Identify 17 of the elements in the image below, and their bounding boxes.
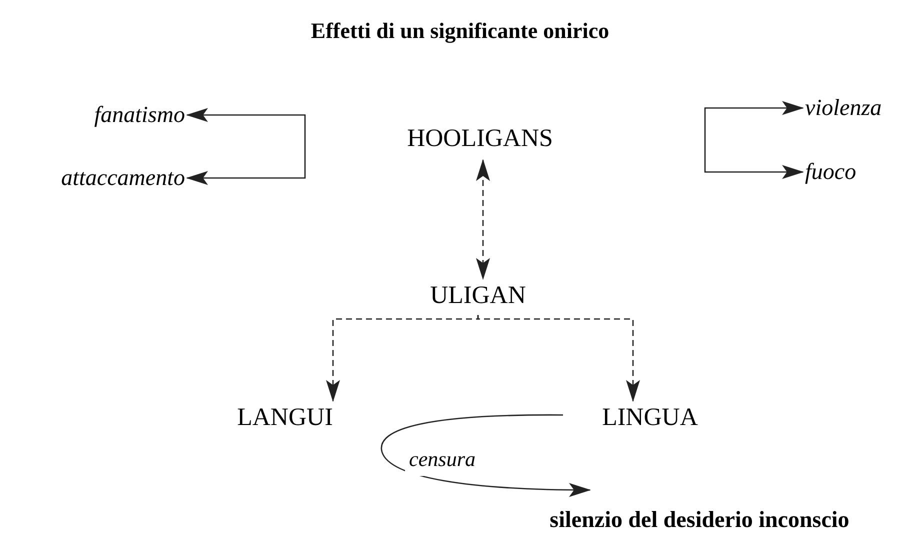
- arrow: [186, 147, 306, 185]
- diagram-title: Effetti di un significante onirico: [310, 17, 610, 45]
- arrow: [704, 140, 804, 179]
- concept-label: LINGUA: [565, 403, 735, 437]
- concept-label: fanatismo: [40, 100, 185, 130]
- arrow: [477, 315, 640, 402]
- concept-label: attaccamento: [0, 163, 185, 193]
- concept-label: silenzio del desiderio inconscio: [490, 505, 909, 535]
- concept-label: LANGUI: [200, 403, 370, 437]
- concept-label: HOOLIGANS: [370, 124, 590, 158]
- arrow: [381, 414, 591, 497]
- arrow: [186, 108, 306, 147]
- arrow: [704, 101, 804, 140]
- concept-label: violenza: [805, 93, 909, 123]
- arrow: [476, 159, 490, 280]
- concept-label: fuoco: [805, 157, 895, 187]
- concept-label: ULIGAN: [393, 281, 563, 315]
